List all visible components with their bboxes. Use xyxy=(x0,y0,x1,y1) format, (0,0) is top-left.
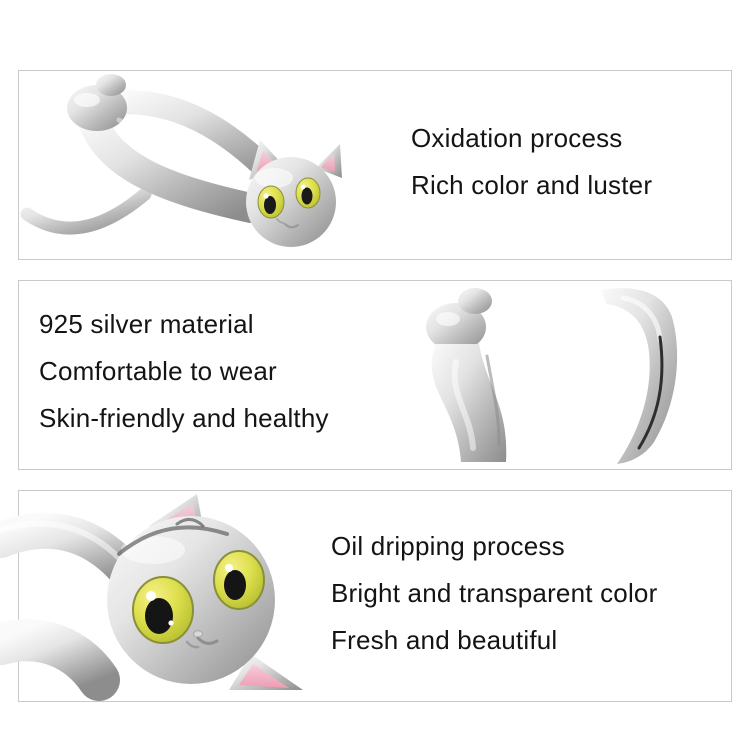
silver-earring-parts-image xyxy=(401,282,731,468)
feature-line: Oxidation process xyxy=(411,123,623,153)
silver-cat-face-closeup-image xyxy=(0,492,341,701)
feature-line: Skin-friendly and healthy xyxy=(39,403,329,433)
panel-oil-dripping-process: Oil dripping process Bright and transpar… xyxy=(0,490,732,702)
feature-line: Rich color and luster xyxy=(411,170,653,200)
feature-line: 925 silver material xyxy=(39,309,254,339)
feature-line: Bright and transparent color xyxy=(331,578,658,608)
silver-cat-charm-image xyxy=(19,72,399,258)
panel-oxidation-process: Oxidation process Rich color and luster xyxy=(18,70,732,260)
feature-line: Oil dripping process xyxy=(331,531,565,561)
feature-line: Comfortable to wear xyxy=(39,356,277,386)
feature-line: Fresh and beautiful xyxy=(331,625,558,655)
feature-text-oil-dripping: Oil dripping process Bright and transpar… xyxy=(331,531,657,672)
feature-text-oxidation: Oxidation process Rich color and luster xyxy=(411,123,652,217)
panel-silver-material: 925 silver material Comfortable to wear … xyxy=(18,280,732,470)
feature-text-material: 925 silver material Comfortable to wear … xyxy=(39,309,329,450)
